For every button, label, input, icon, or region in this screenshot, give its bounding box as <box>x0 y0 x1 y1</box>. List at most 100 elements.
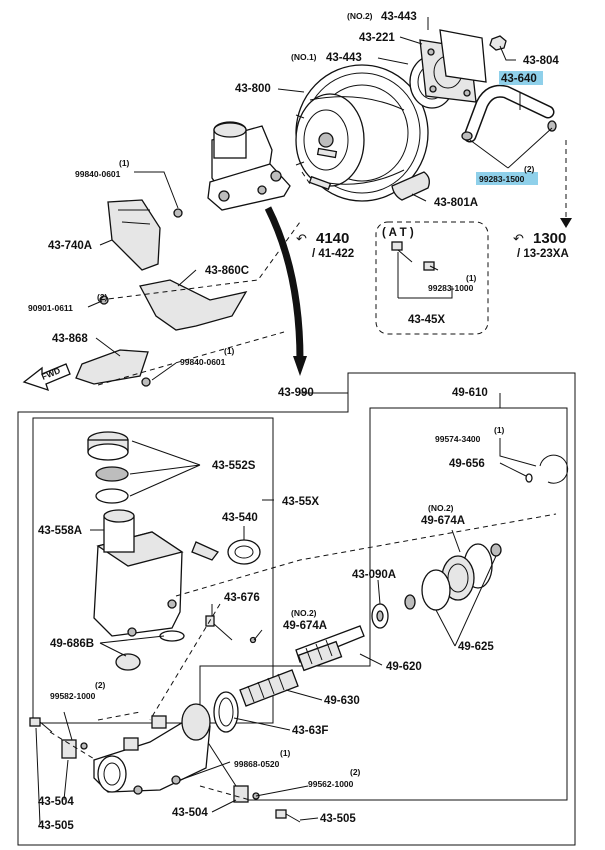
seal-no2-qty: (NO.2) <box>428 503 454 513</box>
fitting-504-left-label: 43-504 <box>38 796 74 808</box>
gasket-no2[interactable] <box>439 29 487 83</box>
bolt-676-label: 43-676 <box>224 592 260 604</box>
master-cylinder-body[interactable] <box>93 703 211 795</box>
spring-630[interactable] <box>239 669 299 707</box>
piston-kit-label: 49-610 <box>452 387 488 399</box>
bracket-740a-label: 43-740A <box>48 240 92 252</box>
screw-505-left-label: 43-505 <box>38 820 74 832</box>
ref-4140-arrow-icon: ↶ <box>296 231 307 246</box>
detail-pointer-arrow <box>264 206 304 361</box>
no1-gasket-qty: (NO.1) <box>291 52 317 62</box>
spring-630-label: 49-630 <box>324 695 360 707</box>
reservoir-tank[interactable] <box>93 509 184 637</box>
at-tag: ( A T ) <box>382 227 414 239</box>
cap-552s-label: 43-552S <box>212 460 256 472</box>
bolt-99840-top-label: 99840-0601 <box>75 169 121 179</box>
hose-highlight <box>499 71 543 85</box>
bolt-99562-label: 99562-1000 <box>308 779 354 789</box>
screw-505-left[interactable] <box>29 717 53 733</box>
bolt-99840-bottom-icon <box>141 377 151 387</box>
cap-gasket[interactable] <box>95 488 129 504</box>
piston-620-label: 49-620 <box>386 661 422 673</box>
hose-clip-label[interactable]: 99283-1500 <box>479 174 525 184</box>
master-cylinder-frame <box>17 372 576 846</box>
oring-625-label: 49-625 <box>458 641 494 653</box>
guide-lines <box>49 140 567 801</box>
bolt-99840-bottom-label: 99840-0601 <box>180 357 226 367</box>
bolt-99840-bottom-qty: (1) <box>224 346 235 356</box>
bushing-686b-label: 49-686B <box>50 638 94 650</box>
fitting-504-left[interactable] <box>61 739 88 759</box>
shield-801a-label: 43-801A <box>434 197 478 209</box>
pushrod-bolts <box>308 147 338 191</box>
washer-090a-label: 43-090A <box>352 569 396 581</box>
bracket-868[interactable] <box>75 349 149 385</box>
snap-ring-656-label: 49-656 <box>449 458 485 470</box>
oring-63f-label: 43-63F <box>292 725 328 737</box>
bracket-860c-label: 43-860C <box>205 265 249 277</box>
nut-804[interactable] <box>489 35 507 51</box>
bolt-99840-top-icon <box>173 208 183 218</box>
stud-221-label: 43-221 <box>359 32 395 44</box>
bolt-99582-label: 99582-1000 <box>50 691 96 701</box>
at-box <box>375 221 489 335</box>
bolt-99868-qty: (1) <box>280 748 291 758</box>
bracket-860c[interactable] <box>139 279 248 331</box>
ref-1300-label[interactable]: 1300 <box>533 230 566 247</box>
fwd-arrow <box>22 363 71 392</box>
no2-gasket-label: 43-443 <box>381 11 417 23</box>
bracket-740a[interactable] <box>107 199 161 271</box>
at-fitting[interactable] <box>391 241 435 271</box>
master-cylinder-top[interactable] <box>207 121 291 211</box>
screw-505-right-label: 43-505 <box>320 813 356 825</box>
heat-shield[interactable] <box>391 171 430 201</box>
bolt-99562-qty: (2) <box>350 767 361 777</box>
reservoir-55x-label: 43-55X <box>282 496 319 508</box>
clip-99283-1000-label: 99283-1000 <box>428 283 474 293</box>
bolt-99868-label: 99868-0520 <box>234 759 280 769</box>
nut-804-label: 43-804 <box>523 55 559 67</box>
leader-lines <box>35 17 553 825</box>
bracket-868-label: 43-868 <box>52 333 88 345</box>
seal-no1-qty: (NO.2) <box>291 608 317 618</box>
washer-090a[interactable] <box>371 603 389 629</box>
piston-seal-674a[interactable] <box>404 543 502 611</box>
nut-90901-qty: (2) <box>97 292 108 302</box>
reservoir-cap[interactable] <box>87 431 129 461</box>
booster-label: 43-800 <box>235 83 271 95</box>
at-assembly-label: 43-45X <box>408 314 445 326</box>
ref-4140-sub: / 41-422 <box>312 248 354 260</box>
hose-clip-highlight <box>476 172 538 185</box>
ref-4140-label[interactable]: 4140 <box>316 230 349 247</box>
nut-90901-label: 90901-0611 <box>28 303 73 313</box>
ref-1300-sub: / 13-23XA <box>517 248 569 260</box>
snap-ring-656[interactable] <box>525 454 569 484</box>
bolt-676[interactable] <box>205 615 233 641</box>
no2-gasket-qty: (NO.2) <box>347 11 373 21</box>
cap-seal[interactable] <box>95 466 129 482</box>
clip-99574-qty: (1) <box>494 425 505 435</box>
screw-505-right[interactable] <box>275 809 301 823</box>
grommet-540[interactable] <box>191 539 261 565</box>
ref-1300-arrow-icon: ↶ <box>513 231 524 246</box>
reservoir-558a-label: 43-558A <box>38 525 82 537</box>
seal-no2-label: 49-674A <box>421 515 465 527</box>
hose-label[interactable]: 43-640 <box>501 73 537 85</box>
clip-99574-label: 99574-3400 <box>435 434 481 444</box>
clip-99283-1000-qty: (1) <box>466 273 477 283</box>
primary-piston-620[interactable] <box>249 625 365 672</box>
brake-booster[interactable] <box>295 64 429 202</box>
fitting-504-bottom-label: 43-504 <box>172 807 208 819</box>
bolt-99582-qty: (2) <box>95 680 106 690</box>
hose-clip-qty: (2) <box>524 164 535 174</box>
seal-no1-label: 49-674A <box>283 620 327 632</box>
ref-1300-arrow <box>560 218 572 228</box>
bushing-686b-lower[interactable] <box>115 653 141 671</box>
no1-gasket-label: 43-443 <box>326 52 362 64</box>
oring-63f[interactable] <box>213 691 239 733</box>
bolt-99840-top-qty: (1) <box>119 158 130 168</box>
master-cylinder-label: 43-990 <box>278 387 314 399</box>
grommet-540-label: 43-540 <box>222 512 258 524</box>
vacuum-hose[interactable] <box>461 84 557 143</box>
